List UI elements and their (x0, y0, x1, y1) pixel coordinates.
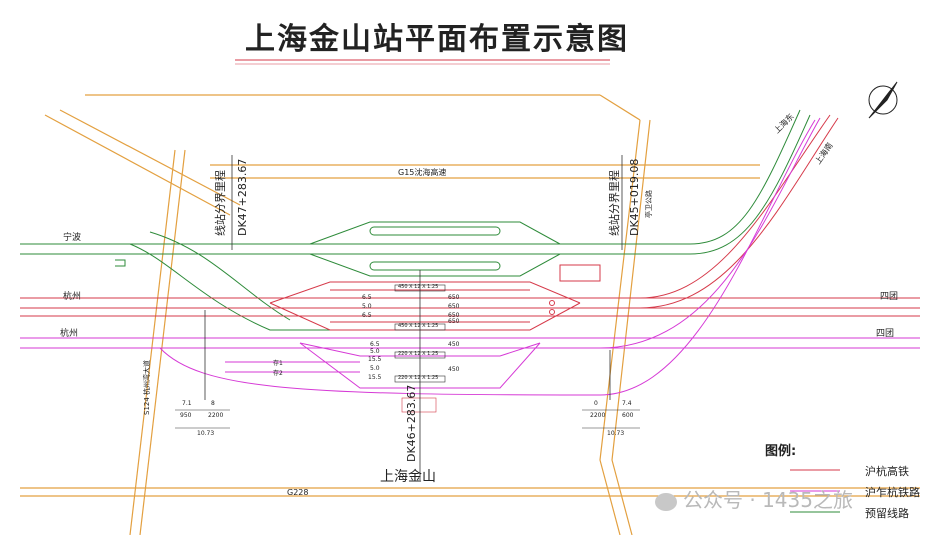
reserved-curve-up-1 (689, 109, 801, 245)
reserved-branch-sw (129, 243, 330, 331)
spacing-5: 5.0 (370, 348, 380, 355)
center-km: DK46+283.67 (405, 384, 418, 462)
station-name: 上海金山 (380, 469, 436, 485)
road-jiwei-a (599, 119, 641, 535)
hsr-station-top (269, 281, 581, 304)
reserved-spur (115, 259, 126, 267)
watermark: 公众号 · 1435之旅 (655, 484, 853, 513)
length-4: 650 (448, 318, 460, 325)
label-hangzhou-1: 杭州 (63, 292, 82, 302)
spacing-8: 15.5 (368, 374, 382, 381)
station-building (401, 397, 437, 413)
road-s124-a (129, 149, 176, 535)
label-s124: S124 杭州湾大道 (143, 359, 151, 415)
hsr-signal-1 (549, 300, 555, 306)
spacing-2: 5.0 (362, 303, 372, 310)
road-top-right (599, 94, 641, 121)
grade-left-c: 950 (180, 412, 192, 419)
spacing-6: 15.5 (368, 356, 382, 363)
grade-left-e: 10.73 (197, 430, 215, 437)
length-2: 650 (448, 303, 460, 310)
platform-3-label: 220 X 12 X 1.25 (398, 351, 439, 357)
platform-2-label: 450 X 12 X 1.25 (398, 323, 439, 329)
roads (20, 94, 920, 535)
reserved-branch-sw-2 (149, 231, 291, 321)
spacing-7: 5.0 (370, 365, 380, 372)
length-1: 650 (448, 294, 460, 301)
spacing-4: 6.5 (370, 341, 380, 348)
grade-right-b: 7.4 (622, 400, 632, 407)
grade-right-d: 600 (622, 412, 634, 419)
hsr-curve-up (639, 114, 831, 299)
spacing-1: 6.5 (362, 294, 372, 301)
track-cun2: 存2 (273, 370, 283, 377)
road-diag-left-a (44, 114, 231, 216)
wechat-icon (655, 492, 677, 511)
grade-right-e: 10.73 (607, 430, 625, 437)
label-situan-1: 四团 (880, 292, 899, 302)
label-situan-2: 四团 (876, 329, 895, 339)
pzh-curve-up (599, 117, 821, 349)
label-hangzhou-2: 杭州 (60, 329, 79, 339)
length-6: 450 (448, 366, 460, 373)
hsr-curve-up-2 (639, 117, 839, 309)
grade-left-b: 8 (211, 400, 215, 407)
boundaries (204, 155, 623, 480)
boundary-left-km: DK47+283.67 (236, 158, 249, 236)
label-ningbo: 宁波 (63, 233, 82, 243)
road-jiwei-b (611, 119, 651, 535)
reserved-lines (20, 109, 811, 331)
grade-left-a: 7.1 (182, 400, 192, 407)
hsr-depot (559, 264, 601, 282)
track-cun1: 存1 (273, 360, 283, 367)
spacing-3: 6.5 (362, 312, 372, 319)
legend-item-reserved: 预留线路 (865, 507, 909, 520)
reserved-loop-left-2 (309, 253, 561, 277)
platform-4-label: 220 X 12 X 1.25 (398, 375, 439, 381)
legend-item-pzh: 沪乍杭铁路 (865, 486, 920, 499)
pzh-station-top (299, 342, 541, 357)
label-g15: G15沈海高速 (398, 168, 447, 177)
reserved-curve-up-2 (689, 114, 811, 255)
label-jiwei: 亭卫公路 (645, 190, 653, 218)
reserved-loop-left (309, 221, 561, 245)
boundary-left-title: 线站分界里程 (214, 170, 227, 236)
boundary-right-title: 线站分界里程 (608, 170, 621, 236)
pzh-loop-down (159, 119, 816, 396)
pzh-station-bot (299, 342, 541, 389)
legend-title: 图例: (765, 444, 797, 459)
grade-right-a: 0 (594, 400, 598, 407)
legend-item-hsr: 沪杭高铁 (865, 465, 909, 478)
length-5: 450 (448, 341, 460, 348)
platform-1-label: 450 X 12 X 1.25 (398, 284, 439, 290)
label-g228: G228 (287, 488, 309, 497)
pzh-lines (20, 117, 920, 396)
length-3: 650 (448, 312, 460, 319)
reserved-platform-2 (369, 261, 501, 271)
hsr-signal-2 (549, 309, 555, 315)
grade-left-d: 2200 (208, 412, 224, 419)
grade-right-c: 2200 (590, 412, 606, 419)
page-title: 上海金山站平面布置示意图 (245, 22, 629, 57)
reserved-platform-1 (369, 226, 501, 236)
watermark-text: 公众号 · 1435之旅 (683, 488, 853, 512)
road-diag-left-b (59, 109, 241, 206)
boundary-right-km: DK45+019.08 (628, 158, 641, 236)
road-s124-b (139, 149, 186, 535)
north-arrow-icon (868, 81, 898, 119)
grade-profiles (175, 409, 640, 429)
